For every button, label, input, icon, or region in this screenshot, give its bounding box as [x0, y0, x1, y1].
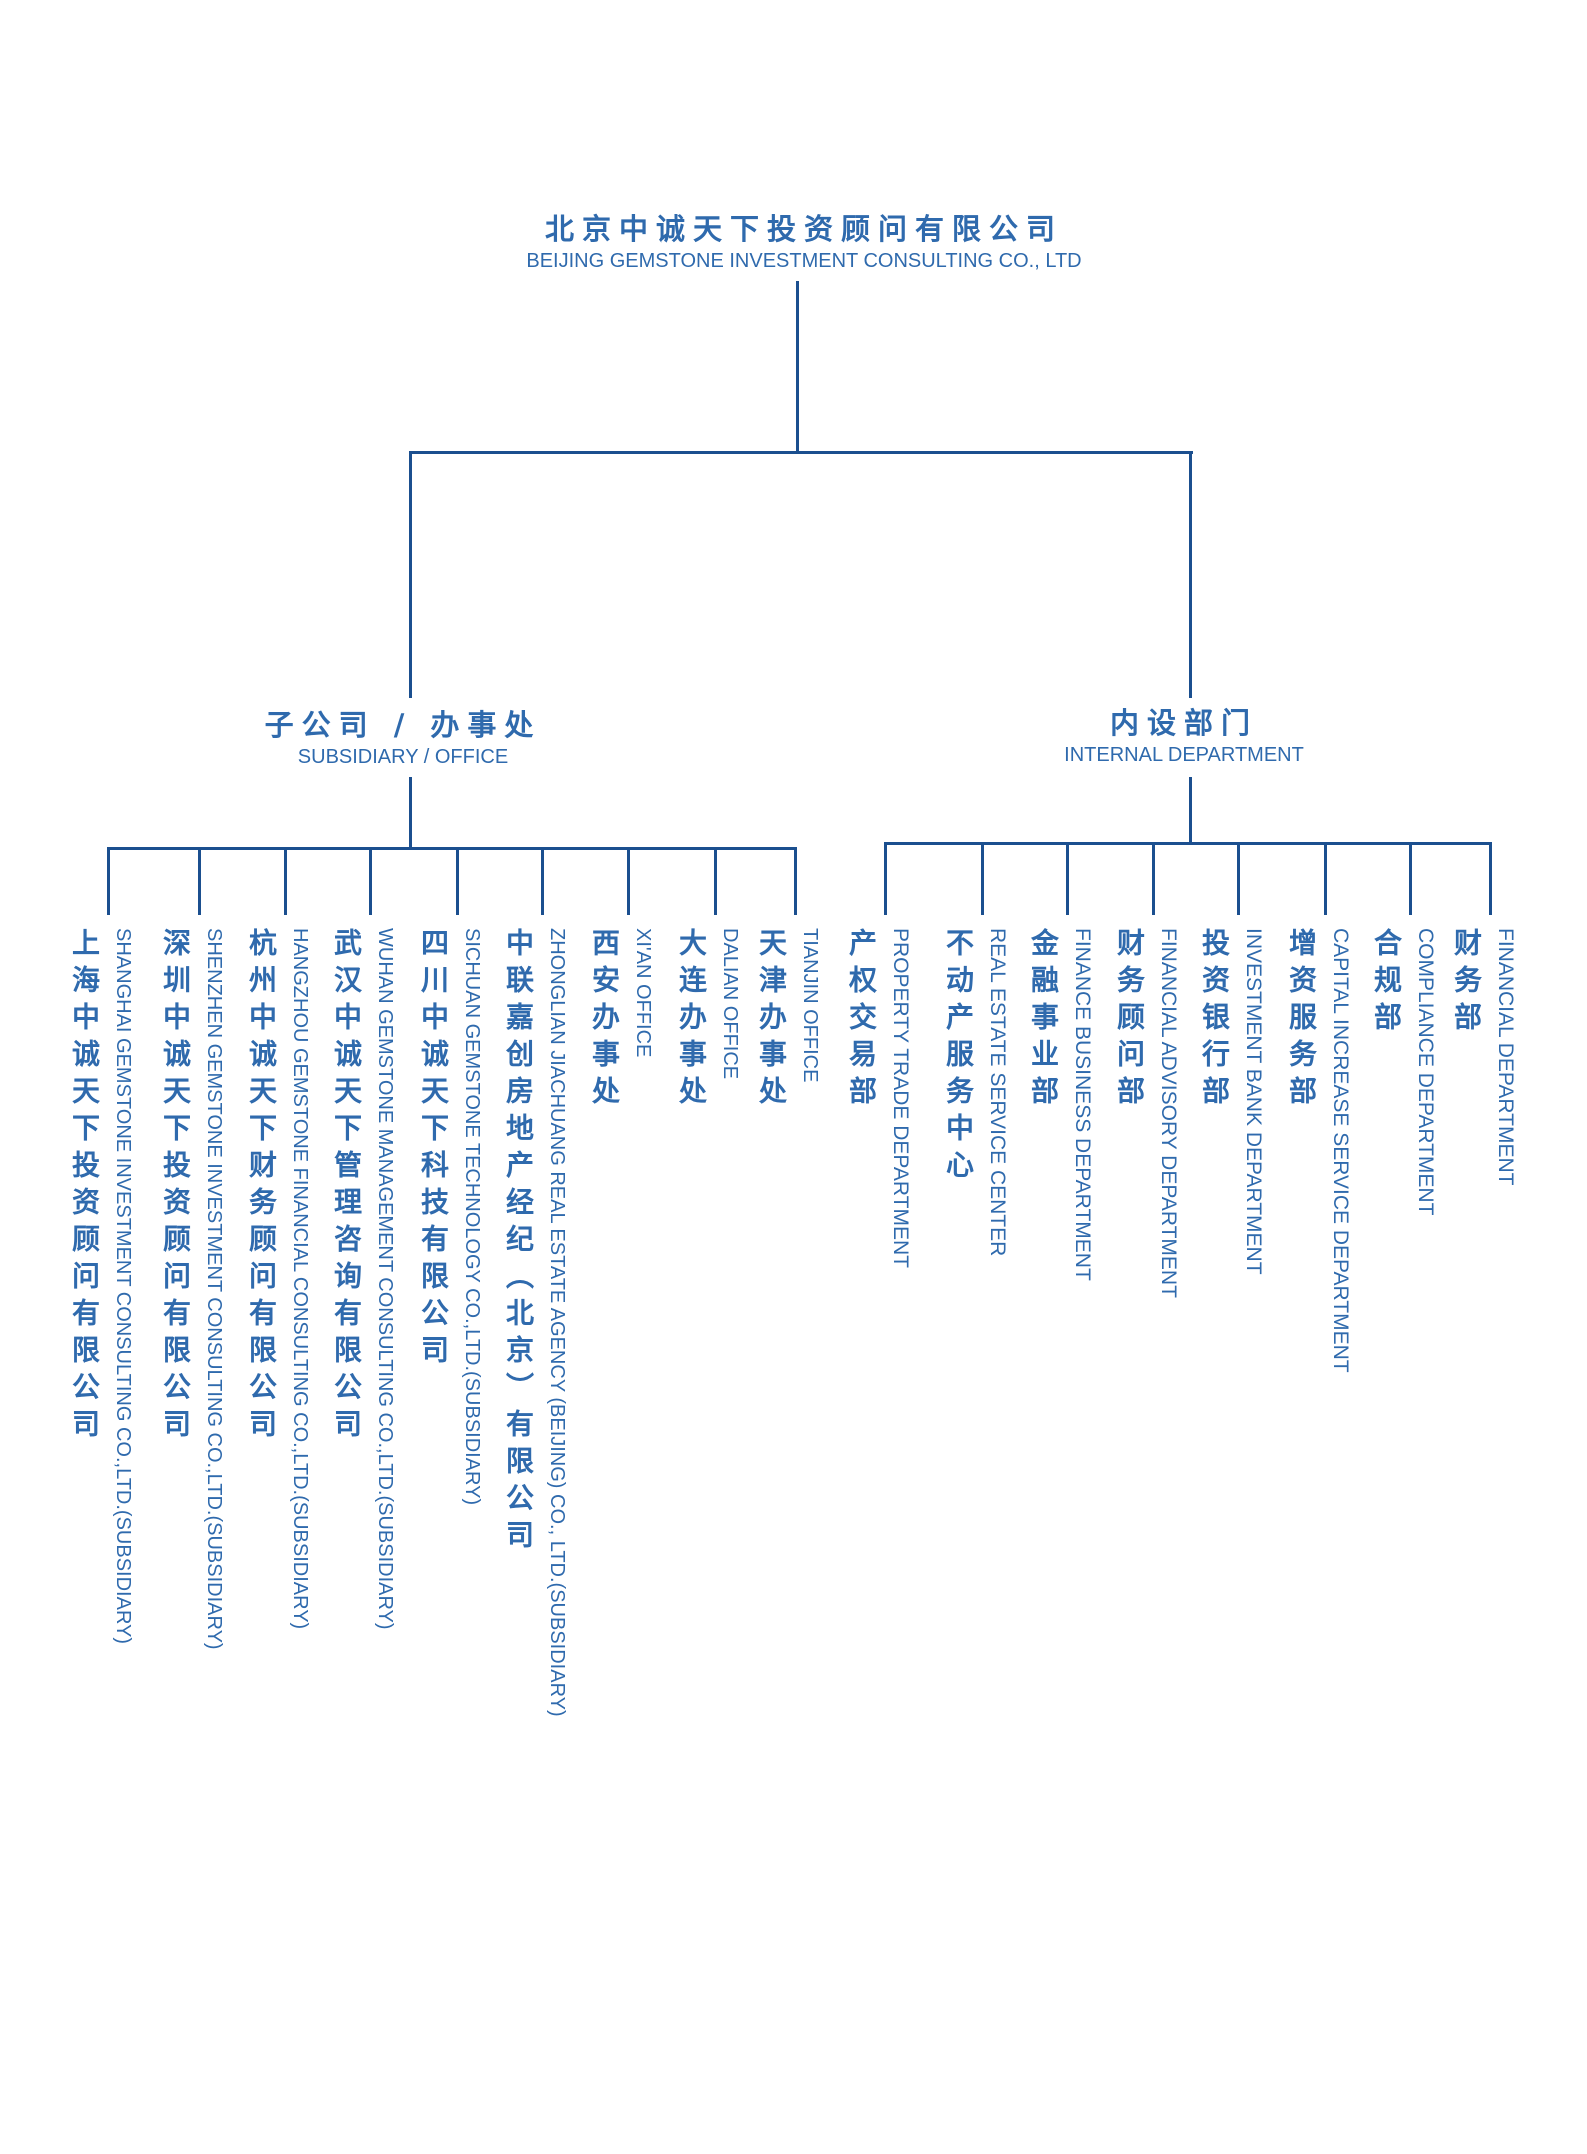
internal-node: 内设部门 INTERNAL DEPARTMENT: [1064, 700, 1304, 767]
connector-line: [409, 777, 412, 849]
subsidiary-item-cn: 大连办事处: [675, 928, 708, 1113]
subsidiary-item-en: DALIAN OFFICE: [719, 928, 741, 1080]
root-node: 北京中诚天下投资顾问有限公司 BEIJING GEMSTONE INVESTME…: [526, 206, 1081, 273]
subsidiary-item-en: HANGZHOU GEMSTONE FINANCIAL CONSULTING C…: [289, 928, 311, 1630]
subsidiary-title-en: SUBSIDIARY / OFFICE: [297, 746, 509, 768]
connector-line: [796, 281, 799, 453]
connector-line: [1324, 843, 1327, 915]
internal-item-cn: 财务部: [1450, 928, 1483, 1039]
internal-item-en: FINANCIAL DEPARTMENT: [1494, 928, 1517, 1186]
internal-item-en: COMPLIANCE DEPARTMENT: [1414, 928, 1437, 1216]
connector-line: [1189, 777, 1192, 844]
subsidiary-item-cn: 杭州中诚天下财务顾问有限公司: [245, 928, 278, 1446]
subsidiary-node: 子公司 / 办事处 SUBSIDIARY / OFFICE: [265, 702, 542, 769]
internal-item-cn: 投资银行部: [1198, 928, 1231, 1113]
connector-line: [456, 848, 459, 915]
connector-line: [369, 848, 372, 915]
connector-line: [884, 842, 1492, 845]
connector-line: [409, 451, 412, 698]
subsidiary-item-en: SICHUAN GEMSTONE TECHNOLOGY CO.,LTD.(SUB…: [461, 928, 483, 1506]
subsidiary-item-cn: 西安办事处: [588, 928, 621, 1113]
internal-title-en: INTERNAL DEPARTMENT: [1064, 744, 1304, 766]
internal-item-cn: 财务顾问部: [1113, 928, 1146, 1113]
internal-item-cn: 合规部: [1370, 928, 1403, 1039]
internal-item-cn: 产权交易部: [845, 928, 878, 1113]
subsidiary-item-cn: 深圳中诚天下投资顾问有限公司: [159, 928, 192, 1446]
internal-item-cn: 金融事业部: [1027, 928, 1060, 1113]
internal-item-en: REAL ESTATE SERVICE CENTER: [986, 928, 1009, 1257]
internal-item-en: CAPITAL INCREASE SERVICE DEPARTMENT: [1329, 928, 1352, 1373]
connector-line: [409, 451, 1193, 454]
connector-line: [1066, 843, 1069, 915]
connector-line: [627, 848, 630, 915]
subsidiary-item-en: TIANJIN OFFICE: [799, 928, 821, 1083]
internal-item-en: INVESTMENT BANK DEPARTMENT: [1242, 928, 1265, 1275]
subsidiary-title-cn: 子公司 / 办事处: [264, 708, 542, 742]
connector-line: [1189, 451, 1192, 698]
connector-line: [714, 848, 717, 915]
subsidiary-item-en: SHENZHEN GEMSTONE INVESTMENT CONSULTING …: [203, 928, 225, 1650]
subsidiary-item-cn: 中联嘉创房地产经纪（北京）有限公司: [502, 928, 535, 1557]
connector-line: [107, 847, 797, 850]
internal-item-cn: 不动产服务中心: [942, 928, 975, 1187]
connector-line: [107, 848, 110, 915]
connector-line: [198, 848, 201, 915]
connector-line: [981, 843, 984, 915]
subsidiary-item-en: SHANGHAI GEMSTONE INVESTMENT CONSULTING …: [112, 928, 134, 1645]
internal-item-en: PROPERTY TRADE DEPARTMENT: [889, 928, 912, 1268]
root-title-cn: 北京中诚天下投资顾问有限公司: [544, 212, 1064, 246]
connector-line: [1152, 843, 1155, 915]
subsidiary-item-cn: 上海中诚天下投资顾问有限公司: [68, 928, 101, 1446]
connector-line: [1409, 843, 1412, 915]
internal-title-cn: 内设部门: [1109, 706, 1259, 740]
internal-item-en: FINANCE BUSINESS DEPARTMENT: [1071, 928, 1094, 1281]
connector-line: [794, 848, 797, 915]
subsidiary-item-cn: 武汉中诚天下管理咨询有限公司: [330, 928, 363, 1446]
connector-line: [1237, 843, 1240, 915]
connector-line: [541, 848, 544, 915]
subsidiary-item-cn: 天津办事处: [755, 928, 788, 1113]
subsidiary-item-cn: 四川中诚天下科技有限公司: [417, 928, 450, 1372]
connector-line: [284, 848, 287, 915]
subsidiary-item-en: WUHAN GEMSTONE MANAGEMENT CONSULTING CO.…: [374, 928, 396, 1630]
connector-line: [884, 843, 887, 915]
internal-item-en: FINANCIAL ADVISORY DEPARTMENT: [1157, 928, 1180, 1298]
subsidiary-item-en: ZHONGLIAN JIACHUANG REAL ESTATE AGENCY (…: [546, 928, 568, 1717]
subsidiary-item-en: XI'AN OFFICE: [632, 928, 654, 1058]
connector-line: [1489, 843, 1492, 915]
internal-item-cn: 增资服务部: [1285, 928, 1318, 1113]
root-title-en: BEIJING GEMSTONE INVESTMENT CONSULTING C…: [526, 250, 1082, 272]
